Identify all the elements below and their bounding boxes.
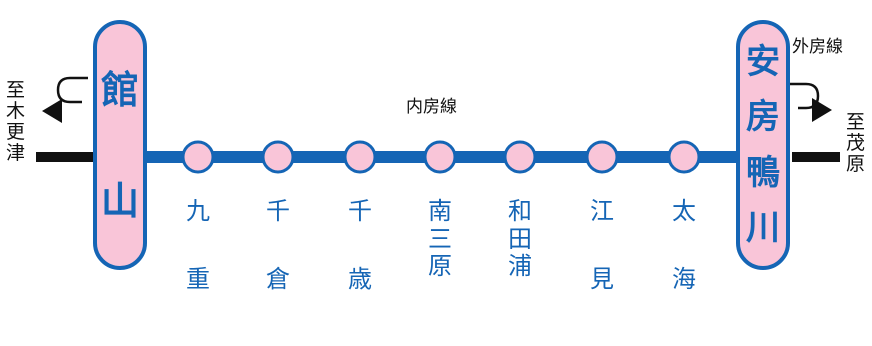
terminal-tateyama: 館 山 [93,20,147,270]
station-char: 浦 [508,252,532,281]
station-dot [261,140,295,174]
terminal-char: 鴨 [746,152,780,193]
station-label: 千歳 [345,197,375,293]
direction-left-label: 至 木 更 津 [6,80,25,164]
station-char: 原 [428,252,452,281]
station-char: 見 [590,264,614,293]
terminal-awa-kamogawa: 安 房 鴨 川 [736,20,790,270]
station-char: 倉 [266,264,290,293]
direction-right-char: 原 [846,152,866,175]
station-char: 太 [672,197,696,225]
station-dot [423,140,457,174]
station-char: 千 [266,197,290,225]
station-char: 和 [508,197,532,225]
station-char: 田 [508,224,532,253]
station-dot [181,140,215,174]
direction-right-label: 至 茂 原 [846,112,865,175]
station-char: 九 [186,197,210,225]
station-dot [585,140,619,174]
station-char: 海 [672,264,696,293]
station-char: 三 [428,224,452,253]
outer-line-name-label: 外房線 [792,37,843,57]
station-label: 江見 [587,197,617,293]
direction-left-char: 木 [6,99,26,122]
arrow-right-icon [790,82,832,122]
station-char: 江 [590,197,614,225]
terminal-char: 川 [746,208,780,249]
line-name-label: 内房線 [406,97,457,117]
station-char: 千 [348,197,372,225]
station-label: 太海 [669,197,699,293]
station-dot [343,140,377,174]
station-dot [667,140,701,174]
station-char: 重 [186,264,210,293]
station-char: 南 [428,197,452,225]
terminal-char: 館 [100,67,139,112]
direction-left-char: 至 [6,79,26,101]
station-label: 和田浦 [505,197,535,281]
terminal-char: 房 [746,97,780,138]
direction-left-char: 更 [6,120,26,143]
direction-right-char: 至 [846,111,866,133]
direction-right-char: 茂 [846,131,866,154]
direction-left-char: 津 [6,141,26,164]
station-char: 歳 [348,264,372,293]
station-label: 千倉 [263,197,293,293]
terminal-char: 安 [746,41,780,82]
arrow-left-icon [42,76,88,123]
station-label: 南三原 [425,197,455,281]
station-label: 九重 [183,197,213,293]
terminal-char: 山 [100,178,139,223]
station-dot [503,140,537,174]
